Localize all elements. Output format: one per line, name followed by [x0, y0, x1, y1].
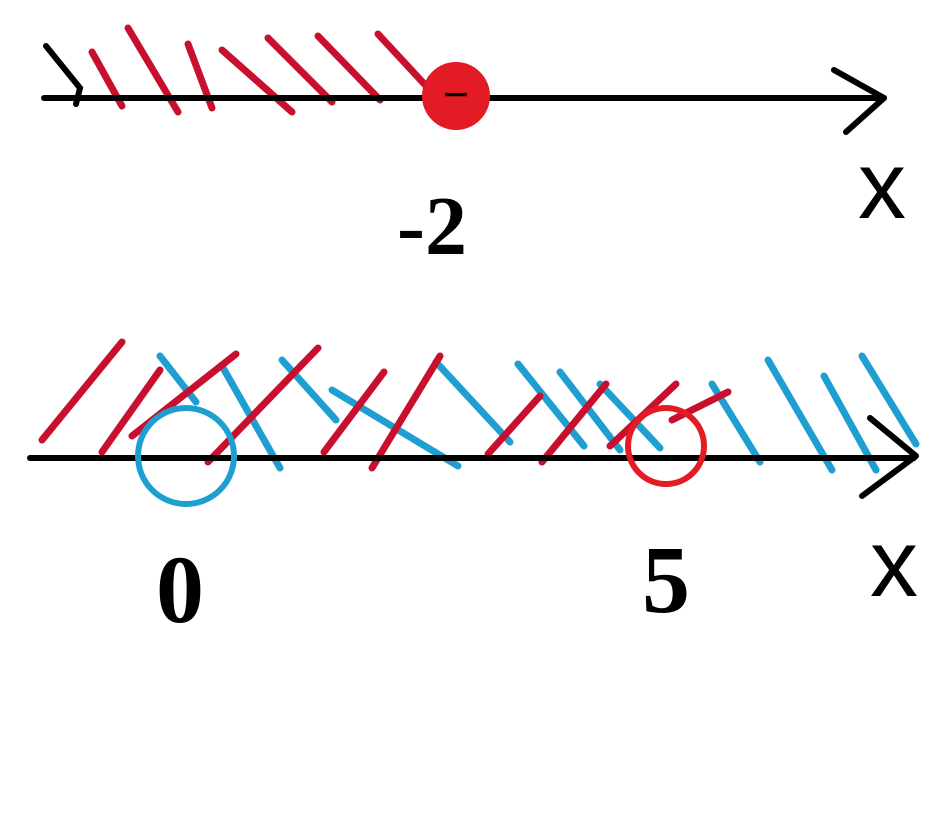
- bottom-hatch-red-stroke: [368, 352, 444, 472]
- bottom-hatch-blue-stroke: [820, 372, 880, 474]
- bottom-number-line: 0 5 x: [27, 338, 920, 643]
- top-hatch-stroke: [264, 34, 336, 106]
- top-point-label: -2: [397, 180, 467, 273]
- bottom-hatch-red-stroke: [668, 388, 732, 424]
- bottom-hatch-red-stroke: [484, 392, 544, 458]
- bottom-axis-variable-label: x: [870, 510, 918, 617]
- bottom-hatch-red-stroke: [204, 344, 322, 466]
- top-point-minus-2: [422, 62, 490, 130]
- bottom-hatch-blue-stroke: [278, 356, 340, 424]
- top-axis-left-bracket: [43, 43, 84, 107]
- bottom-hatch-blue-stroke: [156, 352, 200, 406]
- bottom-hatch-blue-stroke: [596, 380, 664, 452]
- bottom-hatch-blue-stroke: [858, 352, 920, 448]
- top-axis-arrowhead: [831, 67, 887, 135]
- bottom-hatch-blue-stroke: [556, 368, 624, 454]
- bottom-point-5-open: [625, 405, 707, 487]
- top-axis-variable-label: x: [858, 132, 906, 239]
- bottom-hatch-red-stroke: [38, 338, 126, 444]
- bottom-hatch-red-stroke: [320, 368, 388, 456]
- top-number-line: − -2 x: [41, 24, 906, 273]
- bottom-hatch-blue-stroke: [432, 358, 514, 446]
- top-point-sign: −: [443, 69, 469, 120]
- bottom-point-0-open: [135, 405, 237, 507]
- bottom-hatch-red-stroke: [538, 380, 610, 466]
- bottom-hatch-blue-stroke: [514, 360, 588, 450]
- bottom-hatch-blue: [156, 352, 920, 474]
- top-hatch-stroke: [314, 32, 384, 104]
- bottom-hatch-red: [38, 338, 732, 472]
- bottom-axis-arrowhead: [859, 415, 919, 499]
- top-hatch-stroke: [218, 46, 296, 116]
- top-hatch-stroke: [374, 30, 432, 92]
- bottom-hatch-blue-stroke: [764, 356, 836, 474]
- bottom-point-label-5: 5: [642, 526, 690, 633]
- bottom-point-label-0: 0: [156, 536, 204, 643]
- bottom-hatch-red-stroke: [98, 366, 164, 456]
- top-hatch-red: [88, 24, 432, 116]
